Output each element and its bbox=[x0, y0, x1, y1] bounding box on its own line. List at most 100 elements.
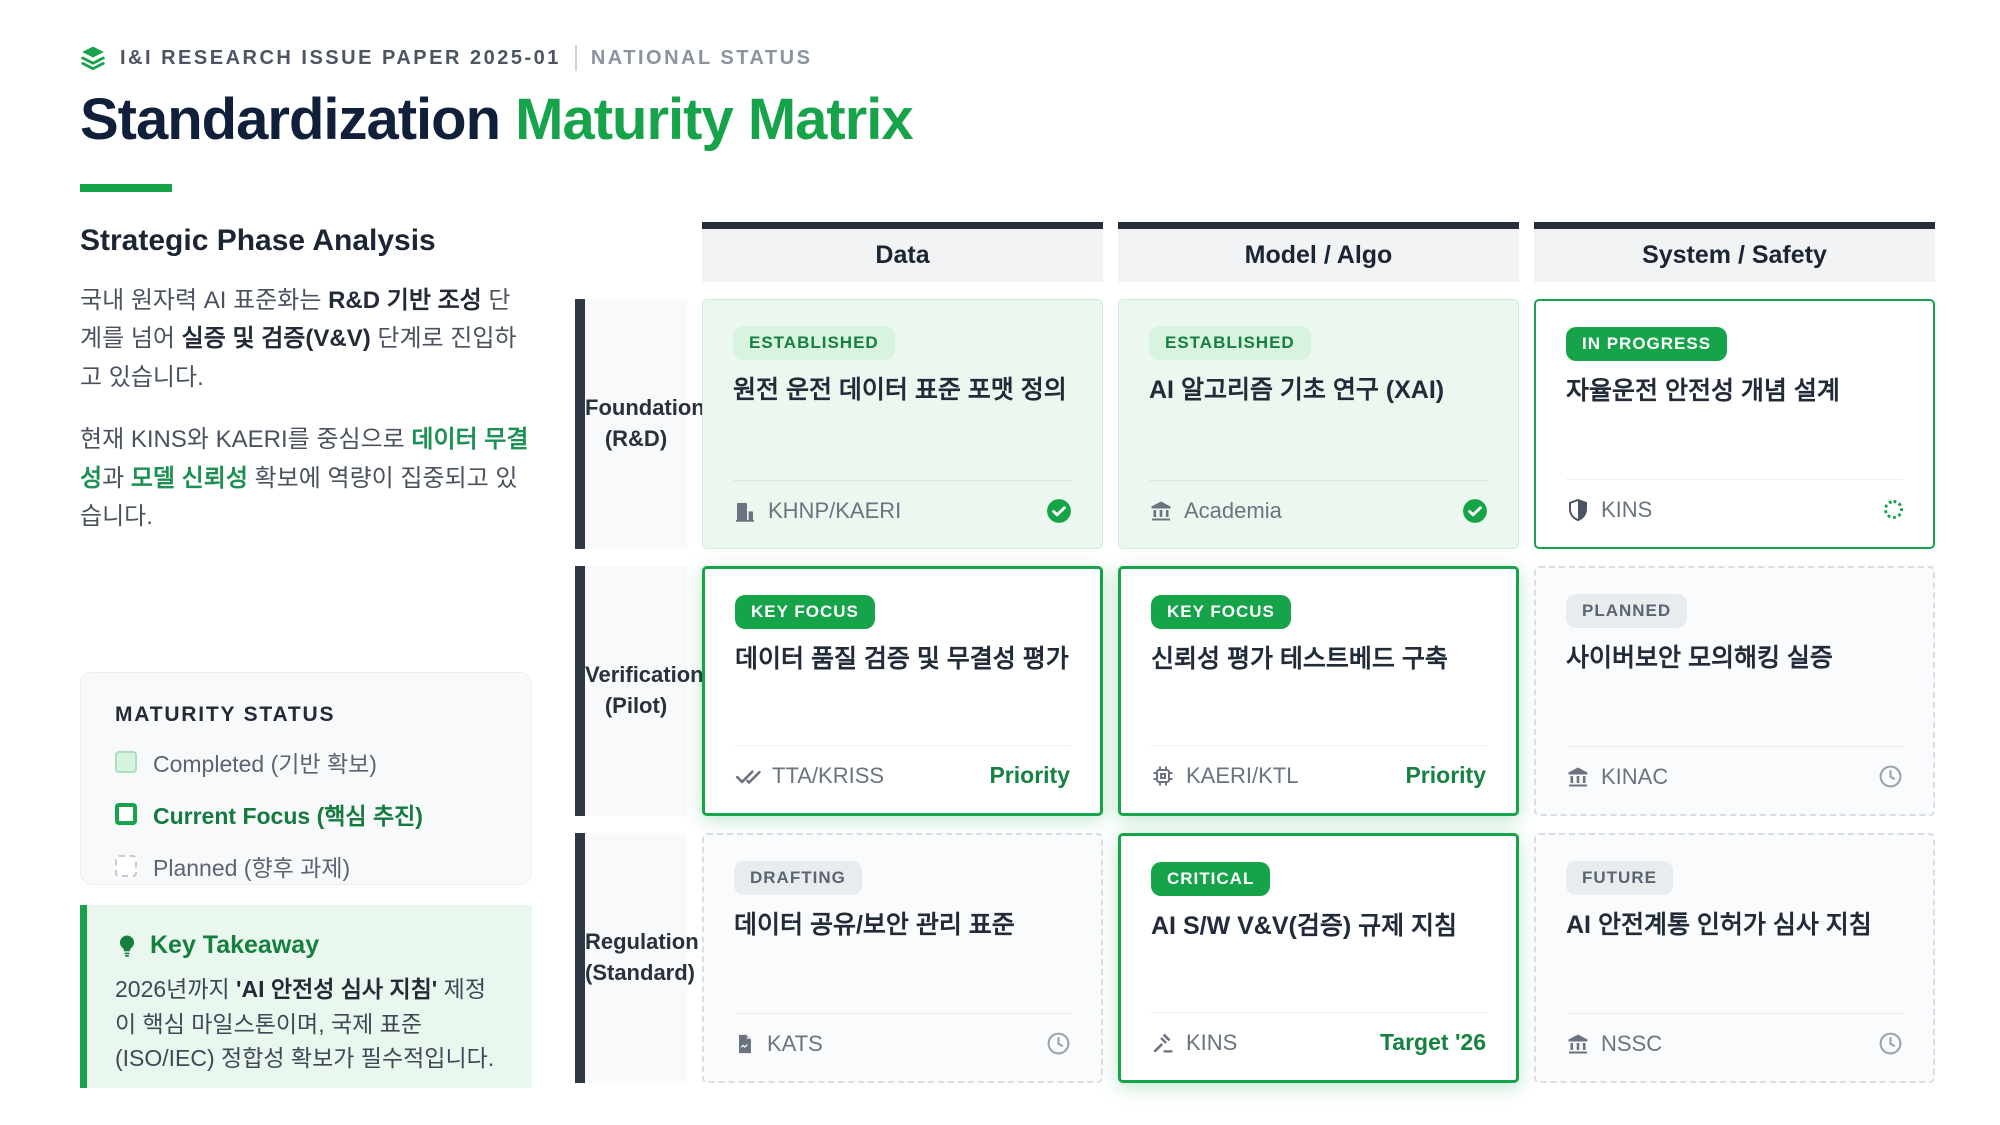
row-label-regulation: Regulation (Standard) bbox=[575, 833, 699, 1083]
building-icon bbox=[736, 502, 754, 522]
org-label: Academia bbox=[1184, 497, 1282, 523]
legend-item-completed: Completed (기반 확보) bbox=[115, 745, 497, 779]
cell-footer: KAERI/KTL Priority bbox=[1151, 745, 1486, 789]
layers-icon bbox=[81, 46, 105, 71]
org-label: TTA/KRISS bbox=[772, 762, 885, 788]
bank-icon bbox=[1568, 1034, 1588, 1053]
row-label-line1: Verification bbox=[585, 662, 704, 688]
status-badge: PLANNED bbox=[1566, 594, 1688, 628]
org-label: KATS bbox=[767, 1030, 823, 1056]
p2-text-2: 과 bbox=[102, 464, 131, 492]
cell-title: AI 알고리즘 기초 연구 (XAI) bbox=[1149, 376, 1445, 404]
p1-bold-2: 실증 및 검증(V&V) bbox=[181, 325, 371, 353]
cell-title: 자율운전 안전성 개념 설계 bbox=[1566, 377, 1840, 405]
maturity-legend: MATURITY STATUS Completed (기반 확보) Curren… bbox=[80, 672, 532, 885]
org-label: KINAC bbox=[1601, 763, 1669, 789]
status-badge: ESTABLISHED bbox=[733, 326, 895, 360]
status-badge: KEY FOCUS bbox=[735, 595, 875, 629]
takeaway-text-1: 2026년까지 bbox=[115, 976, 237, 1002]
matrix-cell-verification-data: KEY FOCUS 데이터 품질 검증 및 무결성 평가 TTA/KRISS P… bbox=[702, 566, 1103, 816]
row-label-foundations: Foundations (R&D) bbox=[575, 299, 717, 549]
cell-footer: TTA/KRISS Priority bbox=[735, 745, 1070, 789]
status-badge: IN PROGRESS bbox=[1566, 327, 1728, 361]
org-label: KINS bbox=[1601, 496, 1653, 522]
paper-label: I&I RESEARCH ISSUE PAPER 2025-01 bbox=[120, 46, 561, 69]
takeaway-title: Key Takeaway bbox=[150, 931, 320, 959]
cell-title: 원전 운전 데이터 표준 포맷 정의 bbox=[733, 376, 1067, 404]
p1-bold-1: R&D 기반 조성 bbox=[328, 287, 482, 314]
matrix-cell-foundations-model: ESTABLISHED AI 알고리즘 기초 연구 (XAI) Academia bbox=[1118, 299, 1519, 549]
row-label-verification: Verification (Pilot) bbox=[575, 566, 704, 816]
p2-green-2: 모델 신뢰성 bbox=[130, 464, 248, 492]
intro-paragraph-1: 국내 원자력 AI 표준화는 R&D 기반 조성 단계를 넘어 실증 및 검증(… bbox=[80, 282, 532, 397]
check-circle-icon bbox=[1463, 498, 1487, 523]
title-underline bbox=[80, 184, 172, 192]
cell-title: 데이터 공유/보안 관리 표준 bbox=[734, 911, 1015, 939]
p2-text-3: 확보에 역량이 집중되고 있습니다. bbox=[80, 464, 518, 530]
cell-footer: NSSC bbox=[1566, 1013, 1903, 1057]
legend-label: Current Focus (핵심 추진) bbox=[153, 803, 423, 829]
intro-panel: Strategic Phase Analysis 국내 원자력 AI 표준화는 … bbox=[80, 224, 532, 560]
matrix-cell-regulation-system: FUTURE AI 안전계통 인허가 심사 지침 NSSC bbox=[1534, 833, 1935, 1083]
shield-icon bbox=[1569, 498, 1587, 521]
row-label-line1: Regulation bbox=[585, 929, 699, 955]
p1-text-3: 단계로 진입하고 있습니다. bbox=[80, 325, 517, 391]
cell-footer: KATS bbox=[734, 1013, 1071, 1057]
org-label: KAERI/KTL bbox=[1186, 762, 1299, 788]
double-check-icon bbox=[735, 769, 761, 784]
status-label: NATIONAL STATUS bbox=[590, 46, 813, 69]
p1-text-2: 단계를 넘어 bbox=[80, 287, 511, 353]
maturity-matrix: Data Model / Algo System / Safety Founda… bbox=[575, 222, 1935, 1083]
lightbulb-icon bbox=[119, 934, 135, 957]
takeaway-bold: 'AI 안전성 심사 지침' bbox=[236, 976, 438, 1002]
status-badge: KEY FOCUS bbox=[1151, 595, 1291, 629]
p1-text: 국내 원자력 AI 표준화는 bbox=[80, 287, 329, 314]
org-label: NSSC bbox=[1601, 1030, 1663, 1056]
matrix-cell-foundations-data: ESTABLISHED 원전 운전 데이터 표준 포맷 정의 KHNP/KAER… bbox=[702, 299, 1103, 549]
row-label-line2: (R&D) bbox=[604, 426, 668, 451]
cell-footer: KINAC bbox=[1566, 746, 1903, 790]
matrix-cell-verification-model: KEY FOCUS 신뢰성 평가 테스트베드 구축 KAERI/KTL Prio… bbox=[1118, 566, 1519, 816]
legend-label: Planned (향후 과제) bbox=[153, 855, 351, 881]
row-label-line2: (Standard) bbox=[585, 960, 695, 985]
priority-label: Priority bbox=[1405, 762, 1486, 788]
column-header-model-algo: Model / Algo bbox=[1118, 222, 1519, 282]
matrix-corner bbox=[575, 222, 687, 282]
legend-label: Completed (기반 확보) bbox=[153, 751, 377, 777]
legend-item-planned: Planned (향후 과제) bbox=[115, 849, 497, 883]
cell-footer: KHNP/KAERI bbox=[733, 480, 1072, 524]
cell-title: 신뢰성 평가 테스트베드 구축 bbox=[1151, 645, 1448, 673]
clock-icon bbox=[1879, 1032, 1902, 1055]
p2-green-1: 데이터 무결성 bbox=[80, 426, 529, 492]
clock-icon bbox=[1047, 1032, 1070, 1055]
status-badge: ESTABLISHED bbox=[1149, 326, 1311, 360]
legend-item-current-focus: Current Focus (핵심 추진) bbox=[115, 797, 497, 831]
cell-footer: KINS Target '26 bbox=[1151, 1012, 1486, 1056]
cell-title: AI 안전계통 인허가 심사 지침 bbox=[1566, 911, 1872, 939]
status-badge: FUTURE bbox=[1566, 861, 1673, 895]
cell-title: 데이터 품질 검증 및 무결성 평가 bbox=[735, 645, 1069, 673]
column-header-data: Data bbox=[702, 222, 1103, 282]
completed-swatch-icon bbox=[115, 751, 137, 773]
gavel-icon bbox=[1154, 1033, 1173, 1052]
takeaway-text: 2026년까지 'AI 안전성 심사 지침' 제정이 핵심 마일스톤이며, 국제… bbox=[115, 972, 504, 1076]
clock-icon bbox=[1879, 765, 1902, 788]
title-black: Standardization bbox=[80, 87, 516, 152]
spinner-icon bbox=[1884, 500, 1903, 519]
target-label: Target '26 bbox=[1379, 1029, 1486, 1055]
eyebrow: I&I RESEARCH ISSUE PAPER 2025-01 NATIONA… bbox=[80, 45, 812, 71]
matrix-cell-regulation-model: CRITICAL AI S/W V&V(검증) 규제 지침 KINS Targe… bbox=[1118, 833, 1519, 1083]
priority-label: Priority bbox=[989, 762, 1070, 788]
bank-icon bbox=[1568, 767, 1588, 786]
check-circle-icon bbox=[1047, 498, 1071, 523]
matrix-cell-verification-system: PLANNED 사이버보안 모의해킹 실증 KINAC bbox=[1534, 566, 1935, 816]
matrix-cell-regulation-data: DRAFTING 데이터 공유/보안 관리 표준 KATS bbox=[702, 833, 1103, 1083]
status-badge: CRITICAL bbox=[1151, 862, 1271, 896]
page-title: Standardization Maturity Matrix bbox=[80, 86, 914, 153]
current-focus-swatch-icon bbox=[115, 803, 137, 825]
org-label: KHNP/KAERI bbox=[768, 497, 902, 523]
takeaway-text-2: 제정이 핵심 마일스톤이며, 국제 표준(ISO/IEC) 정합성 확보가 필수… bbox=[115, 976, 495, 1071]
chip-icon bbox=[1153, 766, 1173, 785]
planned-swatch-icon bbox=[115, 855, 137, 877]
